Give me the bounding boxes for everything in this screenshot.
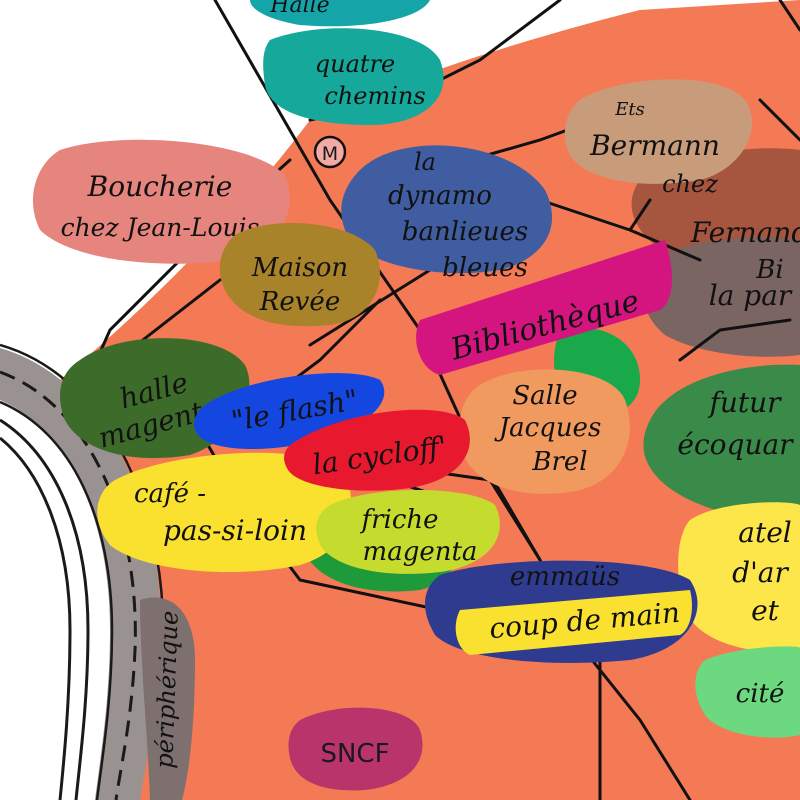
bi-la-par-label: Bi la par bbox=[709, 255, 793, 312]
dynamo-line2: dynamo bbox=[388, 181, 492, 211]
futur-label: futur écoquar bbox=[677, 386, 794, 461]
cafe-line2: pas-si-loin bbox=[163, 514, 307, 547]
futur-line2: écoquar bbox=[677, 428, 794, 461]
fernand-line2: Fernand bbox=[690, 216, 800, 249]
maison-line2: Revée bbox=[259, 287, 340, 317]
top-teal-blob bbox=[250, 0, 430, 27]
periph-strip bbox=[140, 597, 195, 800]
quatre-chemins-line1: quatre bbox=[315, 50, 395, 78]
friche-line2: magenta bbox=[363, 537, 478, 567]
sncf-bubble: SNCF bbox=[288, 707, 423, 791]
atelier-line1: atel bbox=[738, 516, 791, 549]
green-blob bbox=[643, 364, 800, 521]
bermann-bubble: Ets Bermann bbox=[564, 79, 753, 184]
boucherie-line1: Boucherie bbox=[87, 170, 233, 203]
sncf-label: SNCF bbox=[320, 739, 389, 769]
maison-line1: Maison bbox=[251, 253, 348, 283]
salle-line2: Jacques bbox=[494, 413, 602, 443]
bi-la-par-line2: la par bbox=[709, 279, 793, 312]
peripherique-label: périphérique bbox=[150, 610, 183, 769]
emmaus-coup-de-main-bubble: emmaüs coup de main bbox=[424, 560, 698, 663]
bermann-line1: Ets bbox=[614, 99, 645, 120]
dynamo-line4: bleues bbox=[442, 253, 528, 283]
metro-m-icon: M bbox=[313, 135, 347, 169]
cite-label: cité bbox=[736, 679, 785, 709]
top-partial-label: Halle bbox=[269, 0, 329, 18]
fernand-label: chez Fernand bbox=[662, 170, 800, 249]
cycloff-bubble: la cycloff' bbox=[284, 409, 470, 491]
fernand-line1: chez bbox=[662, 170, 718, 198]
salle-line1: Salle bbox=[512, 381, 577, 411]
boucherie-line2: chez Jean-Louis bbox=[61, 213, 260, 242]
salle-jacques-brel-bubble: Salle Jacques Brel bbox=[459, 369, 630, 494]
dynamo-line3: banlieues bbox=[402, 217, 528, 247]
metro-label: M bbox=[322, 143, 338, 165]
maison-revee-bubble: Maison Revée bbox=[219, 223, 380, 327]
cite-bubble: cité bbox=[695, 646, 800, 738]
atelier-line3: et bbox=[751, 594, 780, 627]
bermann-line2: Bermann bbox=[589, 129, 720, 162]
atelier-bubble: atel d'ar et bbox=[678, 502, 800, 652]
dynamo-bubble: la dynamo banlieues bleues bbox=[341, 145, 553, 283]
ring-road bbox=[0, 343, 165, 800]
grey-blob bbox=[641, 237, 800, 357]
cafe-pas-si-loin-bubble: café - pas-si-loin bbox=[97, 452, 352, 573]
boucherie-bubble: Boucherie chez Jean-Louis bbox=[32, 139, 290, 264]
cafe-line1: café - bbox=[134, 479, 206, 509]
futur-line1: futur bbox=[707, 386, 782, 419]
friche-magenta-bubble: friche magenta bbox=[316, 490, 500, 574]
friche-line1: friche bbox=[359, 505, 438, 535]
atelier-line2: d'ar bbox=[732, 556, 789, 589]
quatre-chemins-line2: chemins bbox=[324, 82, 425, 110]
bi-la-par-line1: Bi bbox=[755, 255, 783, 285]
emmaus-label: emmaüs bbox=[510, 562, 620, 592]
dynamo-line1: la bbox=[414, 148, 436, 176]
quatre-chemins-bubble: quatre chemins bbox=[263, 28, 444, 125]
salle-line3: Brel bbox=[531, 447, 587, 477]
